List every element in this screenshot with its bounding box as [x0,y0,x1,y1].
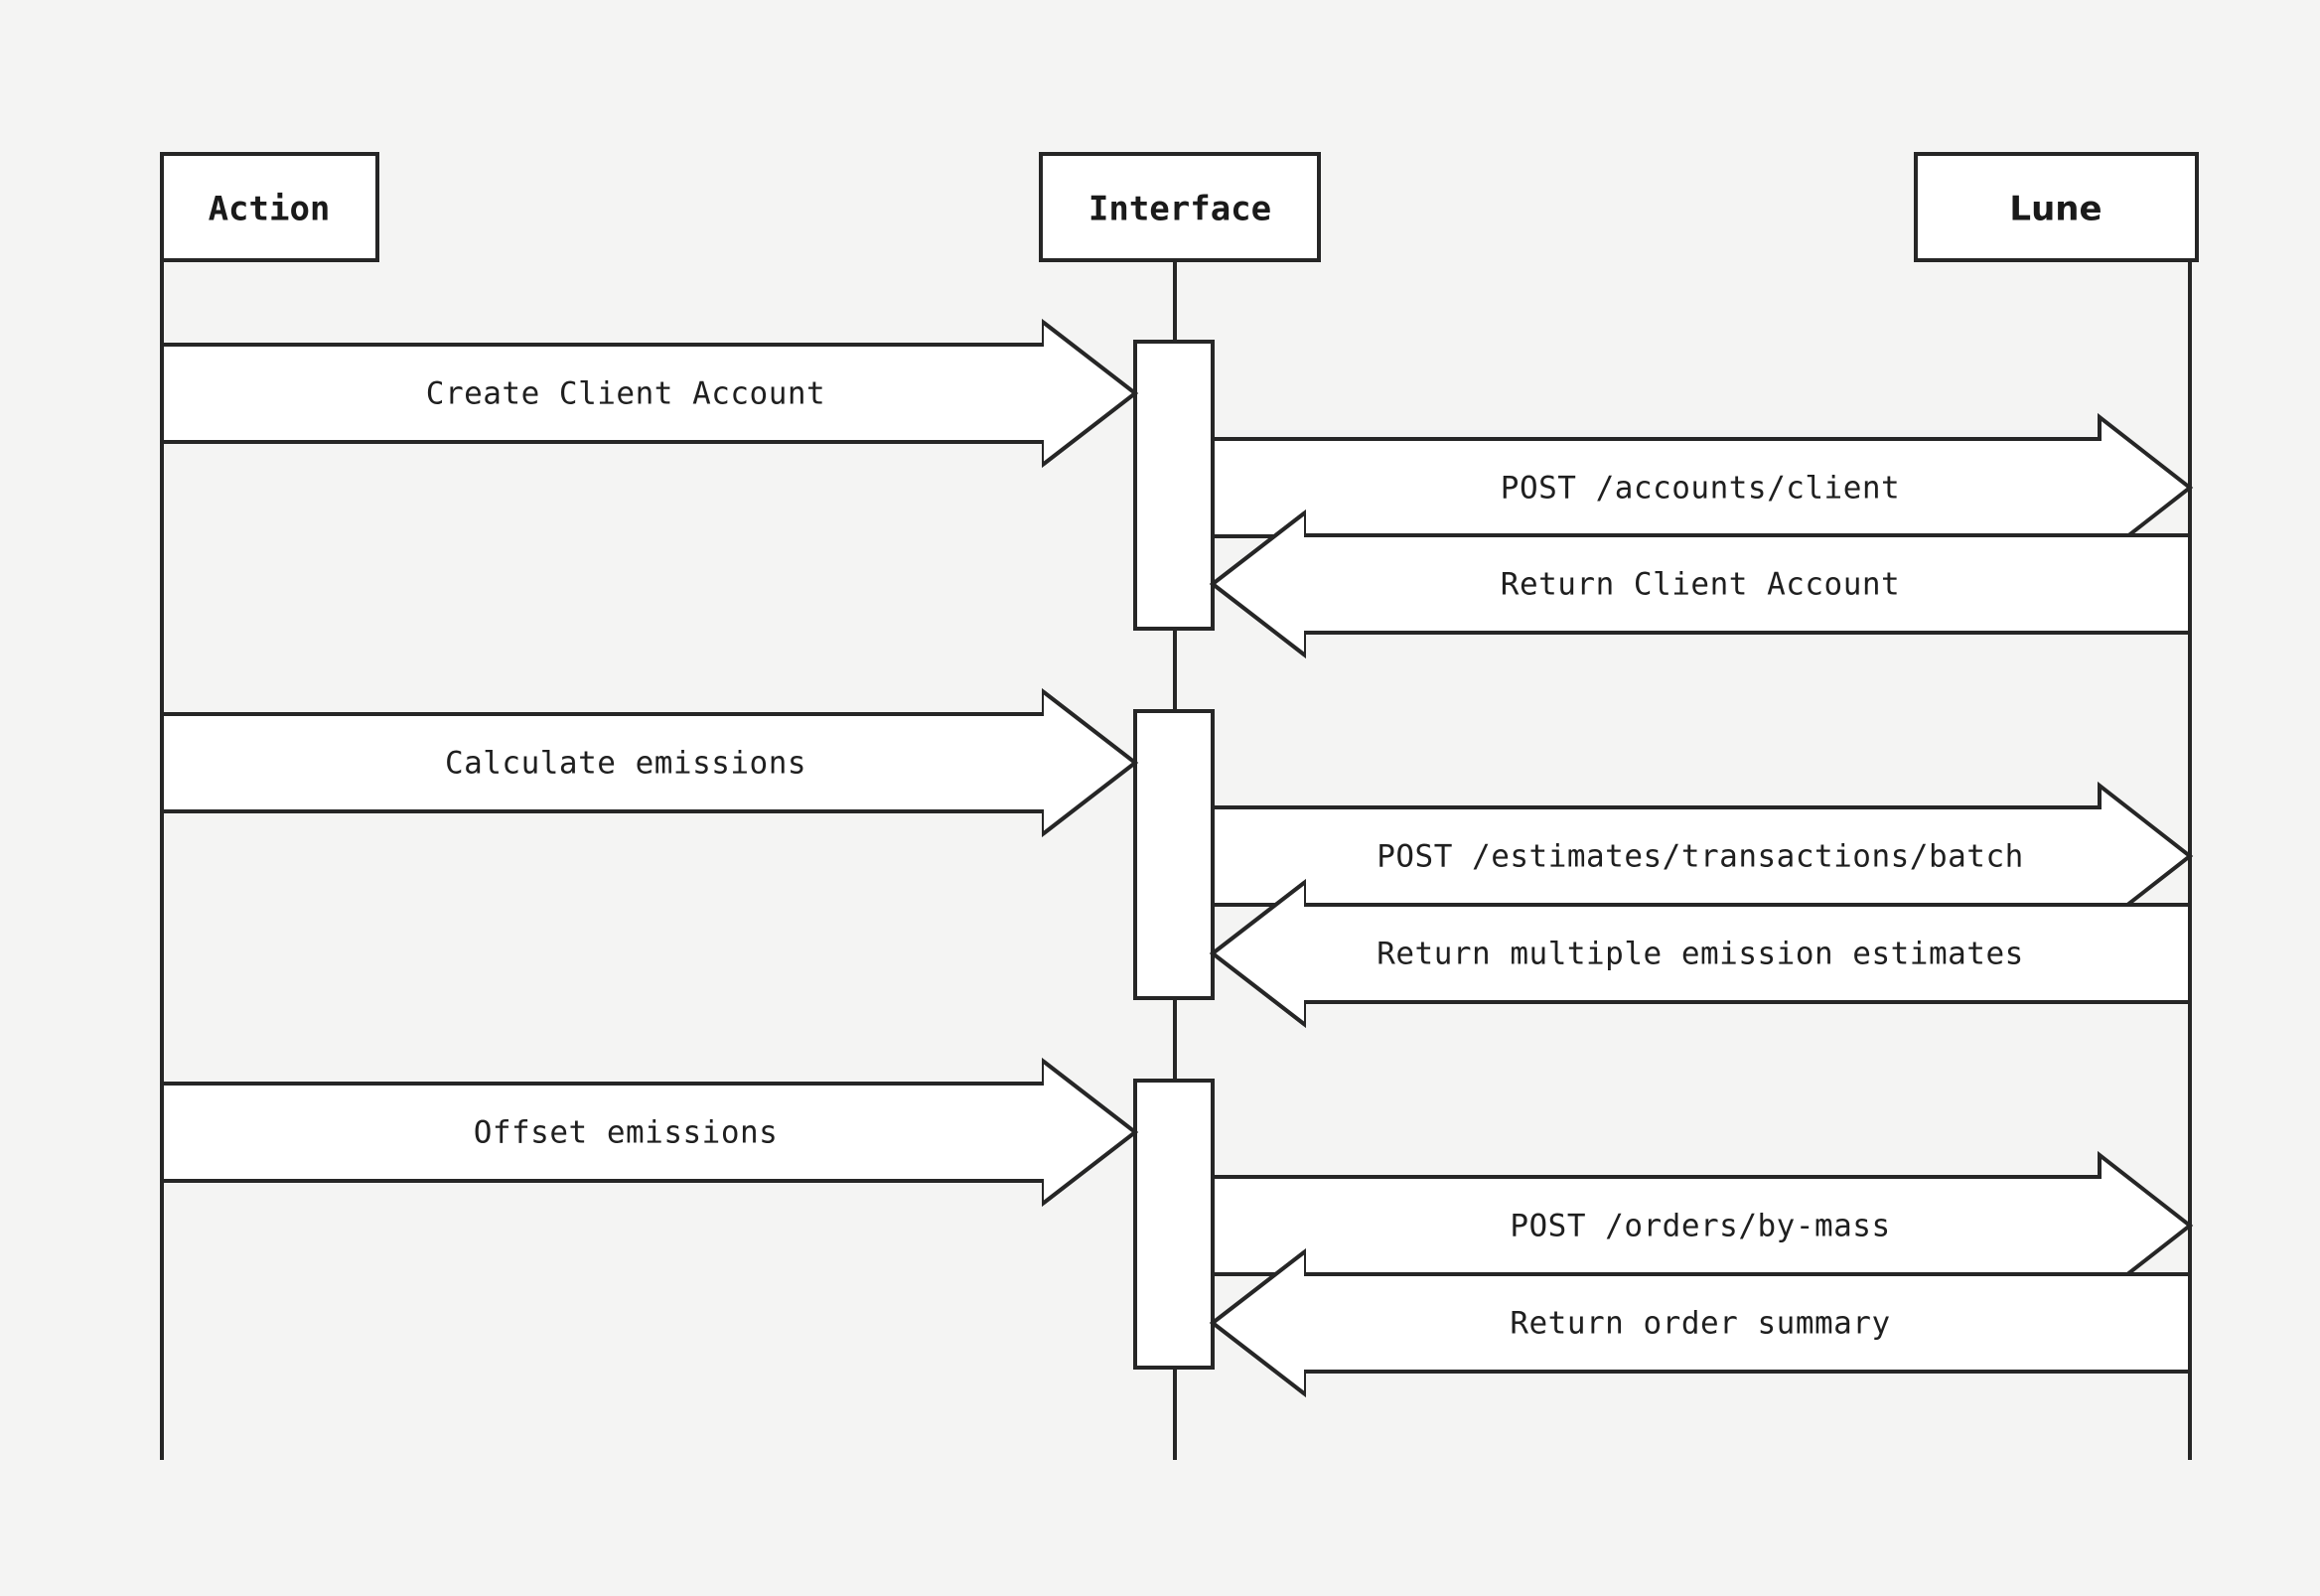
message-return-client-account[interactable]: Return Client Account [1209,508,2192,659]
message-label-1: Create Client Account [426,376,825,412]
participant-box-action [160,152,379,262]
activation-bar-3 [1133,1079,1215,1370]
message-label-4: Calculate emissions [445,746,806,782]
message-label-7: Offset emissions [474,1115,779,1151]
participant-box-interface [1039,152,1321,262]
message-return-emission-estimates[interactable]: Return multiple emission estimates [1209,878,2192,1029]
message-offset-emissions[interactable]: Offset emissions [160,1057,1139,1208]
participant-label-action: Action [209,190,331,229]
arrowtip-overlays [1042,321,1306,1395]
messages-group: Create Client Account POST /accounts/cli… [160,318,2194,1398]
tip-overlay-7 [1042,1060,1139,1205]
message-label-3: Return Client Account [1501,567,1900,603]
tip-overlay-9 [1209,1250,1306,1395]
activation-bar-2 [1133,709,1215,1000]
participant-lune[interactable]: Lune [1914,152,2199,262]
participant-action[interactable]: Action [160,152,379,262]
tip-overlay-6 [1209,881,1306,1026]
message-create-client-account[interactable]: Create Client Account [160,318,1139,469]
participant-box-lune [1914,152,2199,262]
message-label-8: POST /orders/by-mass [1510,1209,1890,1244]
activation-bar-1 [1133,340,1215,631]
message-label-9: Return order summary [1510,1306,1890,1342]
message-calculate-emissions[interactable]: Calculate emissions [160,687,1139,838]
participant-interface[interactable]: Interface [1039,152,1321,262]
tip-overlay-1 [1042,321,1139,466]
message-post-estimates-batch[interactable]: POST /estimates/transactions/batch [1211,781,2194,932]
tip-overlay-4 [1042,690,1139,835]
participant-label-interface: Interface [1088,190,1271,229]
tip-overlay-3 [1209,511,1306,656]
activations-group [1133,340,1215,1370]
message-post-orders-by-mass[interactable]: POST /orders/by-mass [1211,1150,2194,1301]
message-label-2: POST /accounts/client [1501,471,1900,507]
participant-label-lune: Lune [2009,190,2102,229]
message-label-6: Return multiple emission estimates [1377,937,2024,972]
message-return-order-summary[interactable]: Return order summary [1209,1247,2192,1398]
participants-group: Action Interface Lune [160,152,2199,262]
message-label-5: POST /estimates/transactions/batch [1377,839,2024,875]
